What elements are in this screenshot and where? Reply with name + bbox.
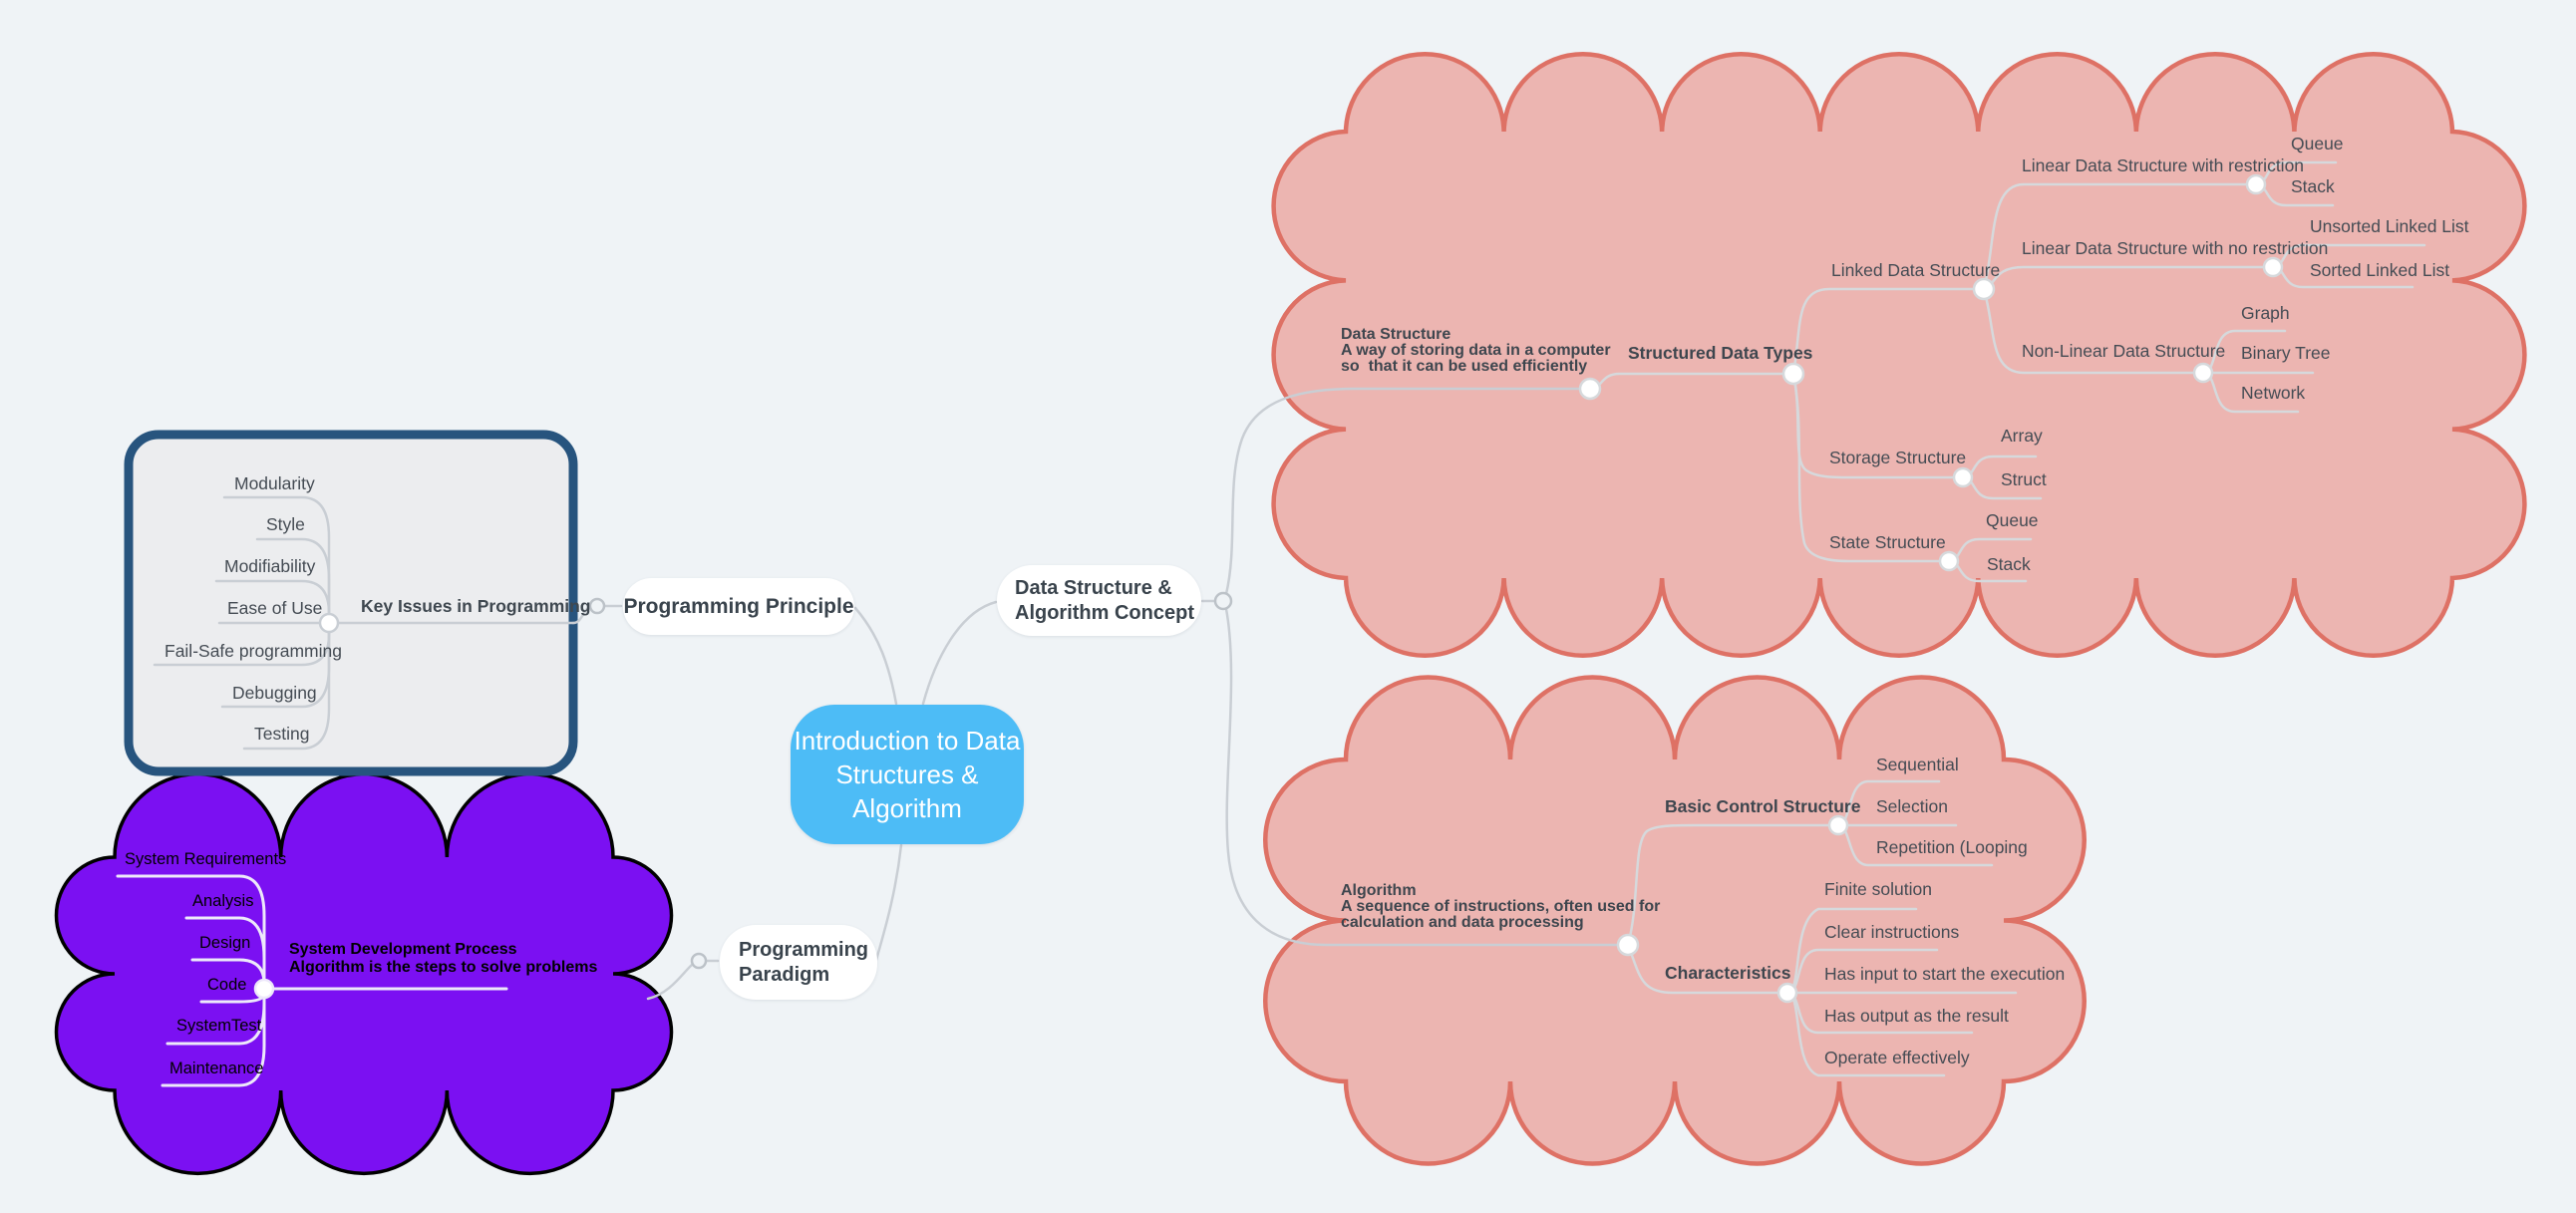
node-code[interactable]: Code — [207, 976, 247, 994]
node-repetition[interactable]: Repetition (Looping — [1876, 837, 2028, 857]
system-dev-connectors — [116, 874, 508, 1087]
data-structure-cloud — [1271, 51, 2527, 658]
node-queue[interactable]: Queue — [2291, 134, 2344, 153]
node-linked-data-structure[interactable]: Linked Data Structure — [1831, 260, 2001, 280]
key-issues-box — [124, 430, 578, 776]
node-non-linear[interactable]: Non-Linear Data Structure — [2022, 341, 2226, 361]
node-data-structure[interactable]: Data Structure A way of storing data in … — [1341, 326, 1611, 375]
key-issues-hub — [318, 612, 340, 634]
node-operate-effectively[interactable]: Operate effectively — [1824, 1048, 1970, 1067]
node-debugging[interactable]: Debugging — [232, 683, 317, 703]
node-linear-restricted[interactable]: Linear Data Structure with restriction — [2022, 155, 2305, 175]
node-array[interactable]: Array — [2001, 426, 2043, 446]
node-key-issues[interactable]: Key Issues in Programming — [361, 596, 591, 616]
node-state-stack[interactable]: Stack — [1987, 554, 2031, 574]
node-fail-safe[interactable]: Fail-Safe programming — [164, 641, 342, 661]
node-modularity[interactable]: Modularity — [234, 473, 315, 493]
node-struct[interactable]: Struct — [2001, 469, 2047, 489]
ring-programming-paradigm — [690, 952, 708, 970]
node-state-structure[interactable]: State Structure — [1829, 532, 1946, 552]
node-testing[interactable]: Testing — [254, 724, 310, 744]
data-structure-hubs — [1578, 173, 2284, 572]
node-analysis[interactable]: Analysis — [192, 892, 254, 910]
node-style[interactable]: Style — [266, 514, 305, 534]
node-has-input[interactable]: Has input to start the execution — [1824, 964, 2066, 984]
node-finite-solution[interactable]: Finite solution — [1824, 879, 1932, 899]
node-maintenance[interactable]: Maintenance — [169, 1060, 264, 1077]
branch-rings — [588, 591, 1233, 970]
ring-programming-principle — [588, 597, 606, 615]
node-modifiability[interactable]: Modifiability — [224, 556, 316, 576]
node-ds-algo-concept[interactable]: Data Structure & Algorithm Concept — [997, 565, 1201, 636]
node-has-output[interactable]: Has output as the result — [1824, 1006, 2009, 1026]
node-sorted-linked-list[interactable]: Sorted Linked List — [2310, 260, 2450, 280]
node-state-queue[interactable]: Queue — [1986, 510, 2039, 530]
node-storage-structure[interactable]: Storage Structure — [1829, 448, 1967, 467]
node-design[interactable]: Design — [199, 934, 251, 952]
node-systemtest[interactable]: SystemTest — [176, 1017, 262, 1035]
root-node[interactable]: Introduction to Data Structures & Algori… — [791, 705, 1024, 844]
node-linear-unrestricted[interactable]: Linear Data Structure with no restrictio… — [2022, 238, 2329, 258]
node-binary-tree[interactable]: Binary Tree — [2241, 343, 2331, 363]
node-system-requirements[interactable]: System Requirements — [125, 850, 287, 868]
algorithm-cloud — [1263, 675, 2087, 1166]
node-programming-paradigm[interactable]: Programming Paradigm — [720, 925, 877, 1000]
node-basic-control-structure[interactable]: Basic Control Structure — [1665, 796, 1861, 816]
node-structured-data-types[interactable]: Structured Data Types — [1628, 343, 1813, 363]
node-ease-of-use[interactable]: Ease of Use — [227, 598, 323, 618]
ring-ds-algo-concept — [1213, 591, 1233, 611]
node-unsorted-linked-list[interactable]: Unsorted Linked List — [2310, 216, 2469, 236]
node-characteristics[interactable]: Characteristics — [1665, 963, 1791, 983]
node-network[interactable]: Network — [2241, 383, 2306, 403]
system-dev-hub — [253, 978, 275, 1000]
node-sequential[interactable]: Sequential — [1876, 755, 1959, 774]
algorithm-hubs — [1616, 814, 1849, 1004]
node-algorithm[interactable]: Algorithm A sequence of instructions, of… — [1341, 882, 1661, 931]
node-system-development[interactable]: System Development Process Algorithm is … — [289, 941, 598, 976]
node-selection[interactable]: Selection — [1876, 796, 1948, 816]
node-graph[interactable]: Graph — [2241, 303, 2290, 323]
main-connectors — [571, 387, 1619, 1001]
node-programming-principle[interactable]: Programming Principle — [623, 578, 854, 635]
node-clear-instructions[interactable]: Clear instructions — [1824, 922, 1960, 942]
node-stack[interactable]: Stack — [2291, 176, 2335, 196]
